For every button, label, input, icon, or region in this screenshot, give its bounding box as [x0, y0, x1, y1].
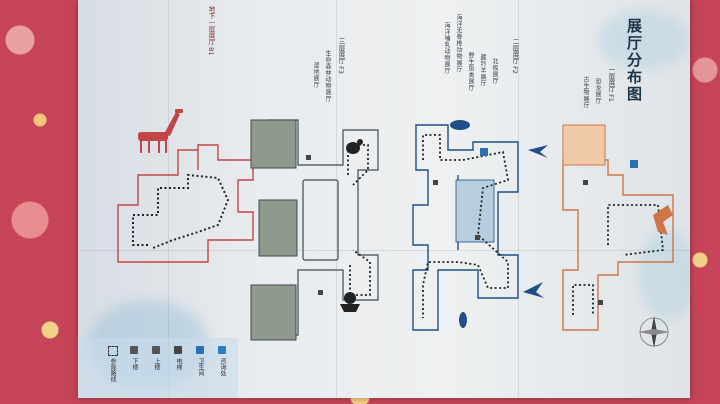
f2-desc-2: 藏羚羊展厅	[479, 54, 486, 87]
b1-floor-label: 地下一层展厅 B1	[207, 6, 215, 56]
f3-hall-top	[250, 119, 297, 169]
legend-stairs-up-label: 上楼	[153, 358, 160, 370]
f3-hall-middle	[258, 199, 298, 257]
f2-desc-3: 野生鱼类展厅	[467, 52, 474, 91]
f2-central-exhibit	[455, 179, 495, 243]
f3-floor-label: 三层展厅 F3	[337, 38, 345, 74]
legend-restroom-label: 卫生间	[197, 358, 204, 376]
f3-hall-bottom	[250, 284, 297, 341]
bear-icon	[346, 139, 363, 154]
f2-desc-4: 海洋无脊椎动物展厅	[455, 14, 462, 73]
f2-tour-route	[422, 134, 510, 318]
giraffe-icon	[138, 109, 183, 153]
dolphin-icon	[523, 282, 544, 298]
f1-entrance-hall	[562, 124, 606, 166]
tour-route-icon	[108, 346, 118, 356]
floor-plan-map	[117, 109, 674, 348]
f3-tour-route-top	[347, 144, 369, 186]
f1-tour-route	[572, 204, 664, 315]
legend-elevator-label: 电梯	[175, 358, 182, 370]
f3-tour-route-bottom	[349, 249, 371, 296]
legend-info-label: 咨询处	[219, 358, 226, 376]
legend-stairs-down-label: 下楼	[131, 358, 138, 370]
map-title: 展厅分布图	[625, 18, 643, 103]
f3-desc-1: 生命森林动物展厅	[324, 50, 331, 102]
stairs-down-icon	[130, 346, 138, 354]
f3-desc-2: 湿地展厅	[312, 62, 319, 88]
restroom-icon	[196, 346, 204, 354]
info-icon	[218, 346, 226, 354]
elevator-icon	[174, 346, 182, 354]
legend-tour-route-label: 参观路线	[109, 358, 116, 382]
dinosaur-icon	[653, 205, 673, 235]
b1-floor-plan	[117, 144, 254, 263]
restroom-markers	[480, 148, 638, 168]
f1-floor-label: 一层展厅 F1	[607, 66, 615, 102]
f1-floor-plan	[562, 159, 674, 331]
poi-markers	[306, 155, 603, 305]
penguin-icon	[459, 312, 467, 328]
f2-floor-label: 二层展厅 F2	[511, 38, 519, 74]
brochure-sheet: 展厅分布图 地下一层展厅 B1 三层展厅 F3 生命森林动物展厅 湿地展厅 二层…	[78, 0, 690, 398]
b1-tour-route	[132, 173, 230, 249]
map-legend: 咨询处 卫生间 电梯 上楼 下楼 参观路线	[78, 338, 238, 398]
shark-icon	[528, 145, 548, 158]
f2-desc-1: 北极展厅	[491, 58, 498, 84]
f2-desc-5: 海洋哺乳动物展厅	[443, 22, 450, 74]
monkey-icon	[340, 292, 360, 312]
compass-rose-icon	[638, 316, 670, 348]
seal-icon	[450, 120, 470, 130]
f1-desc-2: 古生物展厅	[582, 76, 589, 109]
f1-desc-1: 恐龙展厅	[594, 78, 601, 104]
f3-floor-plan	[268, 119, 379, 336]
stairs-up-icon	[152, 346, 160, 354]
